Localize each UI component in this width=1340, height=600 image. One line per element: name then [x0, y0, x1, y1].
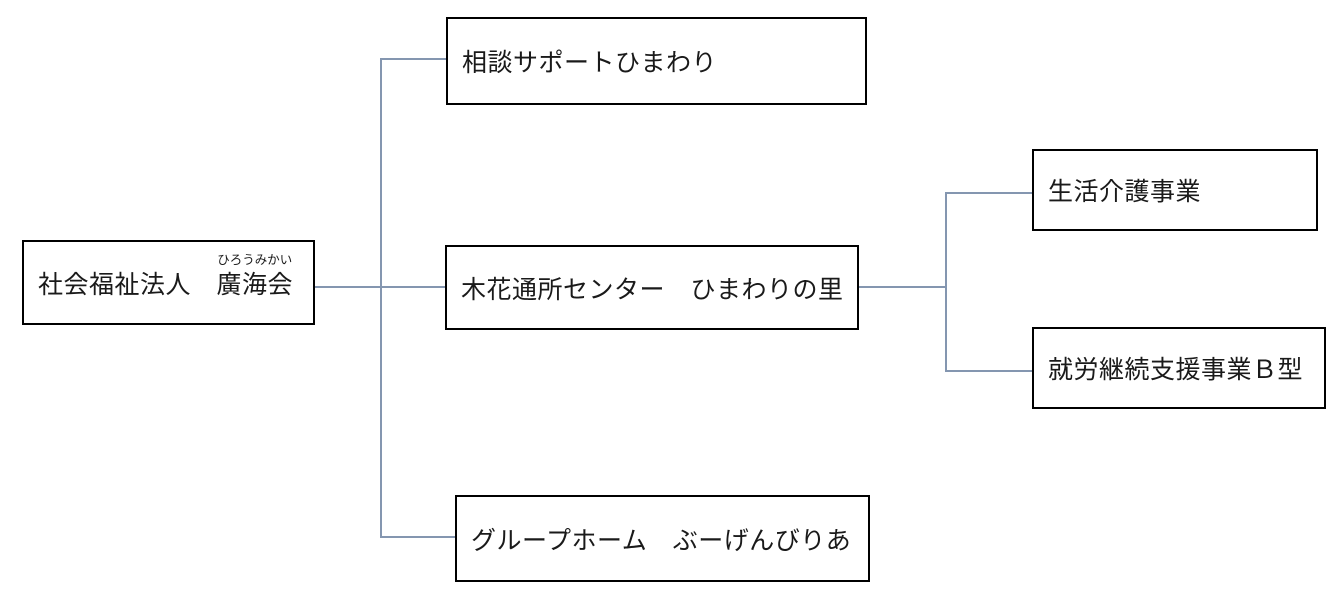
node-root-prefix: 社会福祉法人 [38, 271, 217, 299]
node-root-corporation: 社会福祉法人 ひろうみかい廣海会 [22, 240, 315, 325]
node-consultation-support: 相談サポートひまわり [446, 17, 867, 105]
connector-right-trunk-to-top [945, 192, 1033, 194]
node-day-service-center: 木花通所センター ひまわりの里 [445, 245, 859, 330]
node-label: 相談サポートひまわり [462, 50, 718, 77]
connector-right-trunk-to-bottom [945, 370, 1033, 372]
connector-center-to-right-trunk [857, 286, 946, 288]
node-label: グループホーム ぶーげんびりあ [471, 527, 852, 555]
connector-trunk-to-top-child [380, 58, 447, 60]
node-root-name: 廣海会 [216, 271, 294, 299]
connector-trunk-vertical [380, 58, 382, 537]
node-group-home: グループホーム ぶーげんびりあ [455, 495, 870, 582]
connector-root-to-trunk [314, 286, 445, 288]
node-label: 就労継続支援事業Ｂ型 [1048, 357, 1304, 384]
node-label: 生活介護事業 [1048, 179, 1202, 206]
node-root-name-wrap: ひろうみかい廣海会 [216, 253, 294, 301]
connector-trunk-to-bottom-child [380, 536, 456, 538]
connector-right-trunk-vertical [945, 192, 947, 371]
node-life-care-service: 生活介護事業 [1032, 149, 1318, 231]
node-employment-support-type-b: 就労継続支援事業Ｂ型 [1032, 327, 1326, 409]
node-label: 木花通所センター ひまわりの里 [461, 276, 844, 304]
node-root-furigana: ひろうみかい [217, 252, 293, 267]
